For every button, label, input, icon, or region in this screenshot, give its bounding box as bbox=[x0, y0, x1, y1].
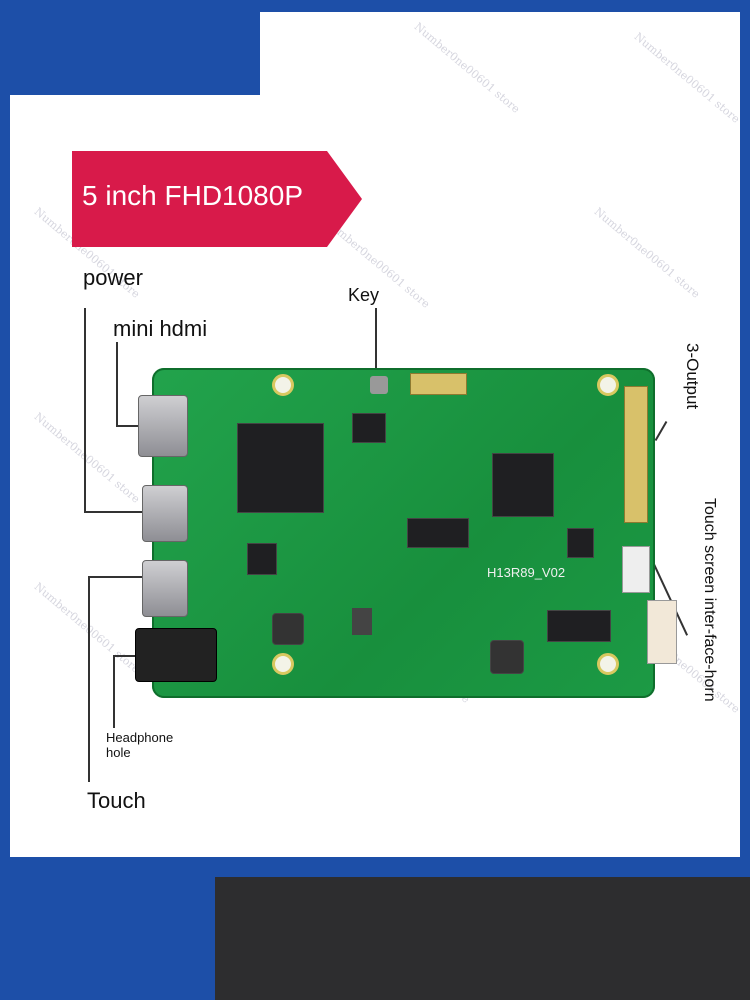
touch-connector bbox=[622, 546, 650, 593]
power-usb-c-port bbox=[142, 485, 188, 542]
power-leader-vertical bbox=[84, 308, 86, 513]
driver-chip bbox=[407, 518, 469, 548]
key-button bbox=[370, 376, 388, 394]
driver-chip bbox=[547, 610, 611, 642]
mounting-hole bbox=[272, 653, 294, 675]
white-panel-tab bbox=[260, 12, 740, 102]
hdmi-leader-vertical bbox=[116, 342, 118, 427]
banner-title: 5 inch FHD1080P bbox=[82, 180, 304, 211]
power-leader-horizontal bbox=[84, 511, 149, 513]
key-label: Key bbox=[348, 285, 380, 305]
touch-leader-horizontal bbox=[88, 576, 145, 578]
power-label: power bbox=[83, 265, 143, 290]
headphone-label: Headphone hole bbox=[106, 730, 174, 760]
speaker-connector bbox=[647, 600, 677, 664]
mounting-hole bbox=[272, 374, 294, 396]
headphone-leader-horizontal bbox=[113, 655, 135, 657]
touch-leader-vertical bbox=[88, 577, 90, 782]
mini-hdmi-label: mini hdmi bbox=[113, 316, 208, 341]
inductor bbox=[490, 640, 524, 674]
title-banner: 5 inch FHD1080P bbox=[72, 151, 362, 247]
small-chip bbox=[352, 413, 386, 443]
mini-hdmi-port bbox=[138, 395, 188, 457]
inductor bbox=[272, 613, 304, 645]
touch-usb-c-port bbox=[142, 560, 188, 617]
touch-interface-label: Touch screen inter-face-horn bbox=[701, 498, 718, 702]
inductor bbox=[352, 608, 372, 635]
main-processor-chip bbox=[237, 423, 324, 513]
circuit-board: H13R89_V02 bbox=[152, 368, 677, 698]
ribbon-connector bbox=[410, 373, 467, 395]
output-label: 3-Output bbox=[683, 343, 702, 410]
board-model-label: H13R89_V02 bbox=[487, 565, 566, 580]
headphone-jack bbox=[135, 628, 217, 682]
hdmi-leader-horizontal bbox=[116, 425, 142, 427]
mounting-hole bbox=[597, 374, 619, 396]
key-leader bbox=[375, 308, 377, 373]
small-chip bbox=[567, 528, 594, 558]
dark-band bbox=[215, 877, 750, 1000]
touch-label: Touch bbox=[87, 788, 146, 813]
headphone-leader-vertical bbox=[113, 655, 115, 728]
secondary-chip bbox=[492, 453, 554, 517]
display-output-connector bbox=[624, 386, 648, 523]
mounting-hole bbox=[597, 653, 619, 675]
small-chip bbox=[247, 543, 277, 575]
